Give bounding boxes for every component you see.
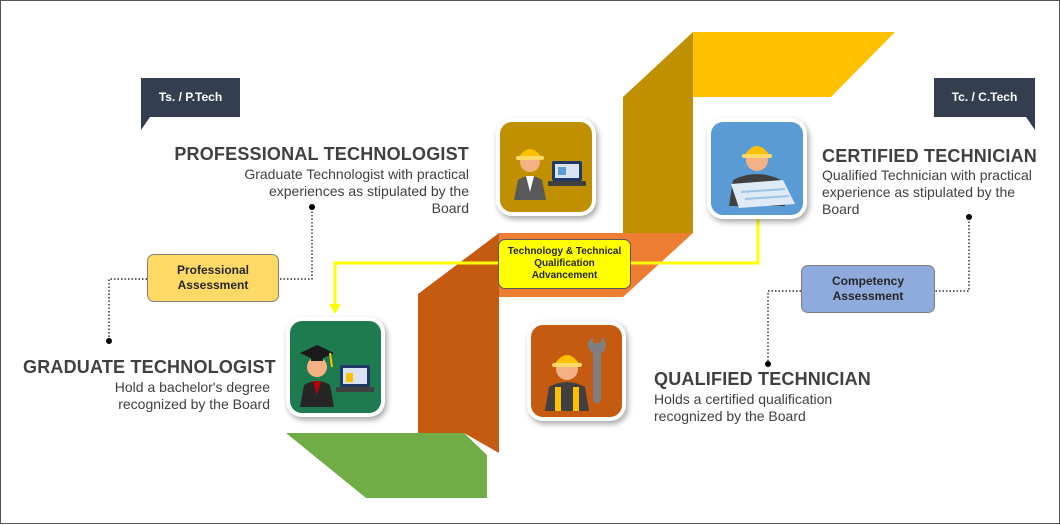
graduate-laptop-icon — [290, 321, 381, 413]
qualified-description: Holds a certified qualification recogniz… — [654, 391, 833, 424]
center-advancement-label: Technology & Technical Qualification Adv… — [498, 239, 631, 289]
competency-assessment-pill: Competency Assessment — [801, 265, 935, 313]
qualified-connector-dot — [765, 361, 771, 367]
professional-dotted-connector — [279, 208, 313, 280]
certified-title: CERTIFIED TECHNICIAN — [822, 146, 1037, 166]
qualified-dotted-connector — [767, 290, 801, 364]
certified-tag: Tc. / C.Tech — [934, 78, 1035, 117]
certified-connector-dot — [966, 214, 972, 220]
graduate-dotted-connector — [108, 278, 147, 341]
professional-tag: Ts. / P.Tech — [141, 78, 240, 117]
graduate-title: GRADUATE TECHNOLOGIST — [23, 357, 276, 377]
professional-description: Graduate Technologist with practical exp… — [244, 166, 469, 216]
engineer-laptop-icon — [500, 122, 592, 212]
certified-tag-tail — [1026, 117, 1035, 130]
certified-description: Qualified Technician with practical expe… — [822, 167, 1032, 217]
advancement-arrowhead — [329, 304, 341, 314]
graduate-description: Hold a bachelor's degree recognized by t… — [114, 379, 270, 412]
gold-riser-step — [623, 32, 693, 233]
graduate-connector-dot — [106, 338, 112, 344]
professional-connector-dot — [309, 204, 315, 210]
technician-blueprint-icon — [711, 122, 803, 215]
certified-dotted-connector — [935, 218, 970, 292]
professional-assessment-pill: Professional Assessment — [147, 254, 279, 302]
professional-title: PROFESSIONAL TECHNOLOGIST — [174, 144, 469, 164]
professional-tag-tail — [141, 117, 150, 130]
orange-riser-step — [418, 233, 499, 453]
gold-top-step — [693, 32, 895, 97]
green-step — [286, 433, 487, 498]
qualified-title: QUALIFIED TECHNICIAN — [654, 369, 871, 389]
technician-wrench-icon — [531, 325, 622, 417]
